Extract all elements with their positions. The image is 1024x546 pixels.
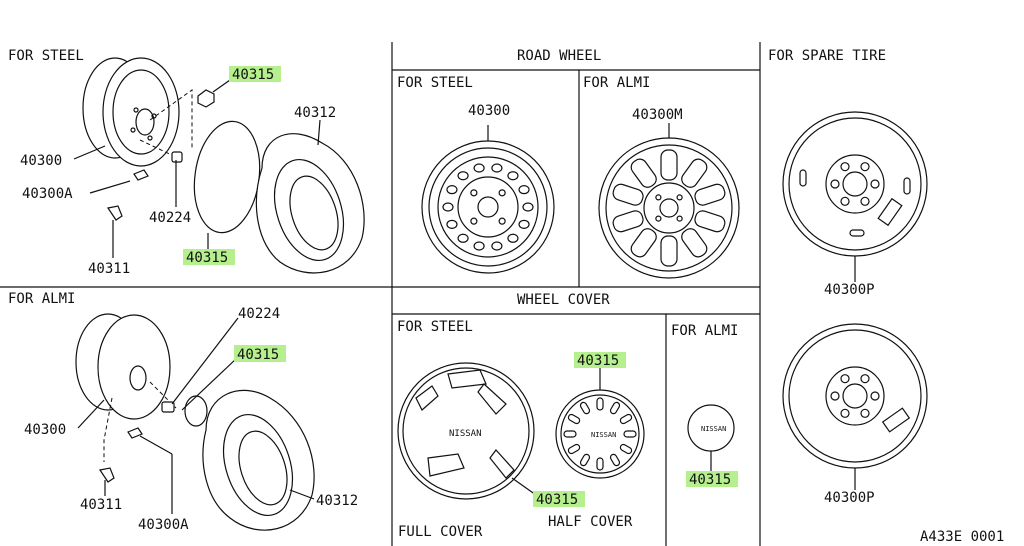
panel-dividers <box>0 42 761 546</box>
cover-almi-header: FOR ALMI <box>671 323 738 339</box>
full-cover-drawing <box>397 362 537 500</box>
full-cover-part: 40315 <box>536 492 578 508</box>
spare-top-part: 40300P <box>824 282 875 298</box>
full-cover-label: FULL COVER <box>398 524 483 540</box>
almi-exploded-view <box>75 313 315 531</box>
spare-wheel-bottom-drawing <box>782 323 928 490</box>
almi-center-cap-drawing <box>687 404 735 472</box>
steel-tire-part: 40312 <box>294 105 336 121</box>
almi-weight-part: 40300A <box>138 517 189 533</box>
steel-valve-part: 40311 <box>88 261 130 277</box>
full-cover-logo: NISSAN <box>449 429 482 439</box>
almi-section-header: FOR ALMI <box>8 291 75 307</box>
almi-valve-part: 40311 <box>80 497 122 513</box>
road-wheel-header: ROAD WHEEL <box>517 48 601 64</box>
steel-wheel-part: 40300 <box>20 153 62 169</box>
half-cover-drawing <box>555 368 645 479</box>
road-almi-header: FOR ALMI <box>583 75 650 91</box>
steel-ornament-part: 40224 <box>149 210 191 226</box>
cover-steel-header: FOR STEEL <box>397 319 473 335</box>
half-cover-label: HALF COVER <box>548 514 633 530</box>
almi-ornament-part: 40224 <box>238 306 280 322</box>
half-cover-part: 40315 <box>577 353 619 369</box>
spare-tire-header: FOR SPARE TIRE <box>768 48 886 64</box>
almi-cap-logo: NISSAN <box>701 425 726 433</box>
steel-nut-part: 40315 <box>232 67 274 83</box>
steel-weight-part: 40300A <box>22 186 73 202</box>
almi-cap-part: 40315 <box>689 472 731 488</box>
almi-tire-part: 40312 <box>316 493 358 509</box>
steel-exploded-view <box>73 57 365 274</box>
road-steel-wheel-drawing <box>421 125 555 274</box>
half-cover-logo: NISSAN <box>591 431 616 439</box>
spare-wheel-top-drawing <box>782 111 928 282</box>
road-steel-wheel-part: 40300 <box>468 103 510 119</box>
diagram-code: A433E 0001 <box>920 529 1004 545</box>
steel-section-header: FOR STEEL <box>8 48 84 64</box>
almi-nut-part: 40315 <box>237 347 279 363</box>
road-almi-wheel-drawing <box>598 123 740 279</box>
road-steel-header: FOR STEEL <box>397 75 473 91</box>
almi-wheel-part: 40300 <box>24 422 66 438</box>
steel-cap-part: 40315 <box>186 250 228 266</box>
wheel-cover-header: WHEEL COVER <box>517 292 610 308</box>
spare-bottom-part: 40300P <box>824 490 875 506</box>
road-almi-wheel-part: 40300M <box>632 107 683 123</box>
